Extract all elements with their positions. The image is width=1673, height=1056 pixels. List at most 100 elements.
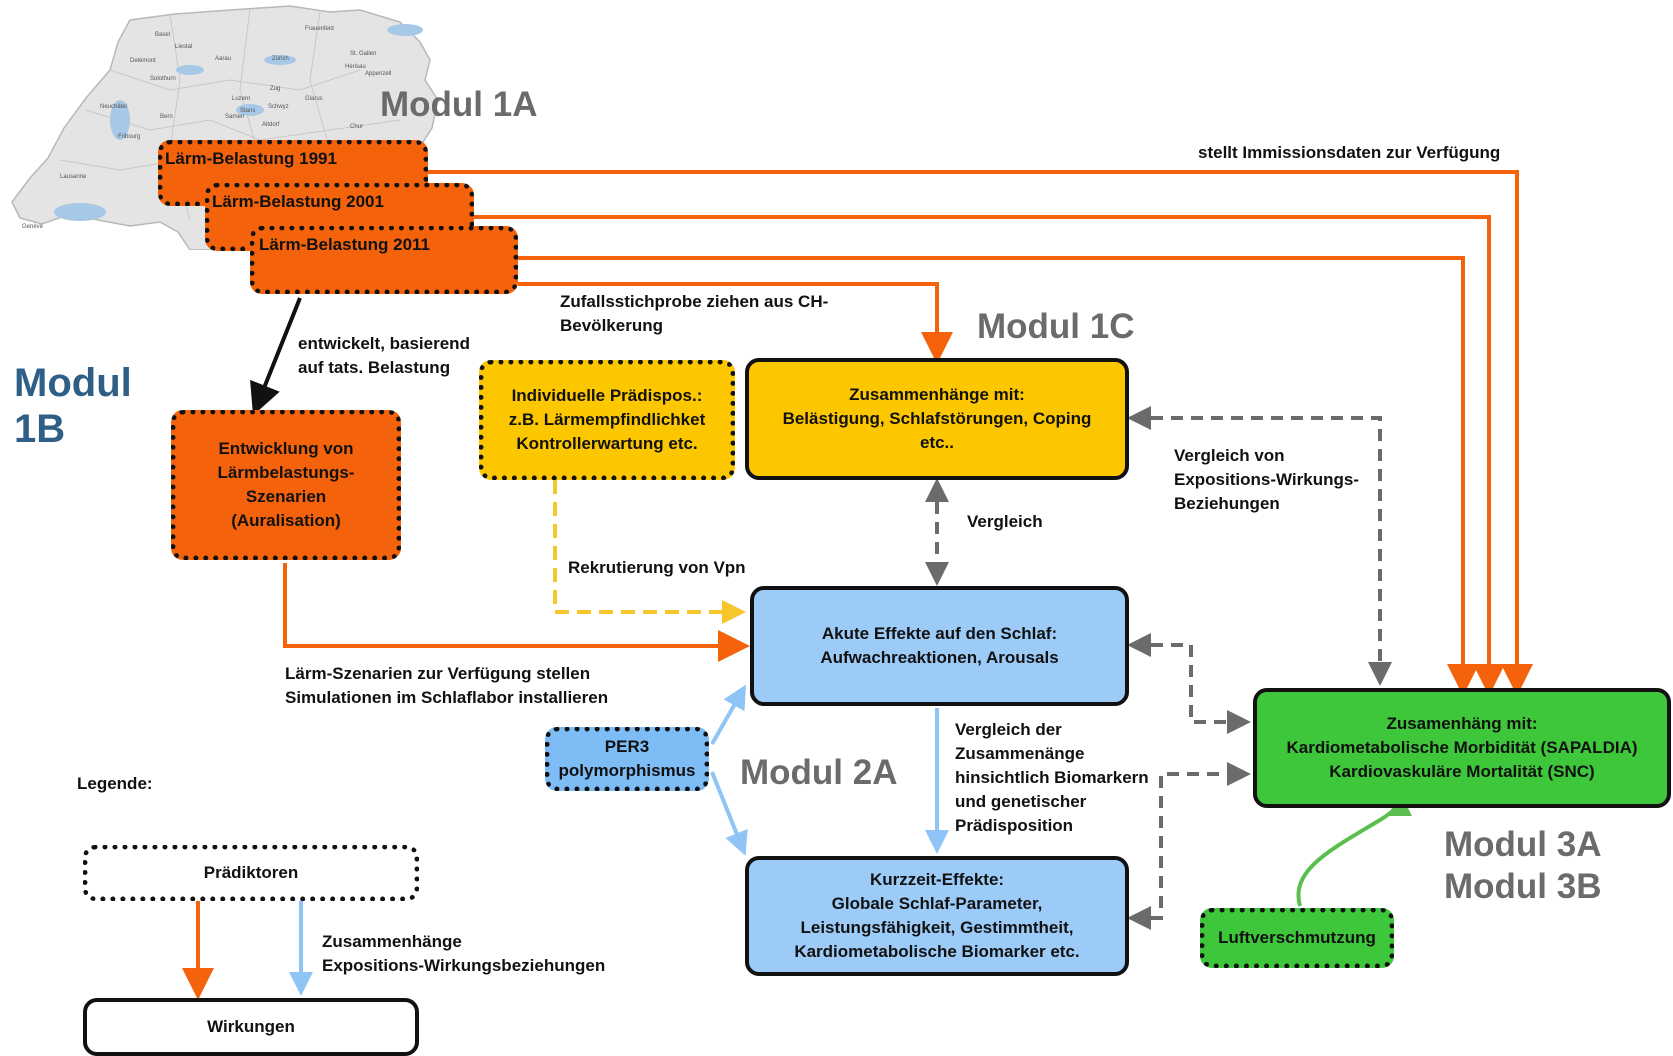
module-1b-line2: 1B [14,407,66,451]
node-per3-line2: polymorphismus [558,761,696,780]
map-label-altdorf: Altdorf [262,122,280,128]
map-label-zug: Zug [270,86,280,92]
map-label-luzern: Luzern [232,96,250,102]
map-label-glarus: Glarus [305,96,323,102]
map-label-chur: Chur [350,124,363,130]
label-szenarien-line2: Simulationen im Schlaflabor installieren [285,688,609,707]
label-entwickelt: entwickelt, basierend auf tats. Belastun… [298,332,470,380]
node-1c-line1: Zusammenhänge mit: [849,385,1025,404]
label-vergleich-bio: Vergleich der Zusammenänge hinsichtlich … [955,718,1149,838]
map-label-appenzell: Appenzell [365,71,391,77]
label-entwickelt-line2: auf tats. Belastung [298,358,451,377]
node-praedispos-line2: z.B. Lärmempfindlichket [508,410,706,429]
node-kurzzeit-line3: Leistungsfähigkeit, Gestimmtheit, [800,918,1074,937]
node-kurzzeit-line1: Kurzzeit-Effekte: [869,870,1005,889]
node-akute-line1: Akute Effekte auf den Schlaf: [821,624,1058,643]
arrow-2011-to-modul3 [518,256,1479,696]
node-kurzzeit-line4: Kardiometabolische Biomarker etc. [794,942,1080,961]
arrow-szenarien-to-akute [283,563,750,662]
node-1c-line3: etc.. [919,433,955,452]
label-zufall-line2: Bevölkerung [560,316,663,335]
arrow-2011-to-szenarien [250,297,302,416]
node-laerm-2011: Lärm-Belastung 2011 [250,226,518,294]
map-label-stans: Stans [240,108,255,114]
map-label-schwyz: Schwyz [268,104,289,110]
legend-wirkungen: Wirkungen [83,998,419,1056]
node-akute-effekte: Akute Effekte auf den Schlaf: Aufwachrea… [750,586,1129,706]
node-szenarien: Entwicklung von Lärmbelastungs- Szenarie… [171,410,401,560]
arrow-praedispos-to-akute [553,480,746,624]
node-per3-line1: PER3 [604,737,650,756]
node-szenarien-line3: Szenarien [245,487,327,506]
arrow-akute-modul3 [1127,633,1251,734]
label-entwickelt-line1: entwickelt, basierend [298,334,470,353]
label-rekrutierung: Rekrutierung von Vpn [568,558,746,577]
legend-text-line1: Zusammenhänge [322,932,462,951]
module-1a-title: Modul 1A [380,85,538,124]
label-vergleich-bio-line4: und genetischer [955,792,1087,811]
node-laerm-2011-label: Lärm-Belastung 2011 [259,235,431,254]
node-laerm-1991-label: Lärm-Belastung 1991 [165,149,337,168]
module-3-title: Modul 3A Modul 3B [1444,824,1601,908]
map-label-bern: Bern [160,114,173,120]
legend-praediktoren: Prädiktoren [83,845,419,901]
label-vergleich-bio-line1: Vergleich der [955,720,1062,739]
label-vergleich: Vergleich [967,512,1043,531]
node-praedispos-line1: Individuelle Prädispos.: [511,386,703,405]
map-label-geneve: Genève [22,224,44,230]
label-szenarien: Lärm-Szenarien zur Verfügung stellen Sim… [285,662,608,710]
label-vergleich-ew: Vergleich von Expositions-Wirkungs- Bezi… [1174,444,1359,516]
module-3a-line: Modul 3A [1444,825,1602,864]
module-1c-title: Modul 1C [977,307,1135,346]
node-szenarien-line4: (Auralisation) [231,511,341,530]
node-zusammenhang-modul3: Zusamenhäng mit: Kardiometabolische Morb… [1253,688,1671,808]
map-label-solothurn: Solothurn [150,76,176,82]
map-label-aarau: Aarau [215,56,231,62]
arrow-2011-to-1c [518,282,953,364]
node-luft-label: Luftverschmutzung [1218,928,1376,947]
node-modul3-line3: Kardiovaskuläre Mortalität (SNC) [1329,762,1595,781]
arrow-luft-to-modul3 [1296,792,1412,907]
arrow-per3-to-kurzzeit [710,771,748,856]
map-label-lausanne: Lausanne [60,174,87,180]
label-vergleich-ew-line3: Beziehungen [1174,494,1280,513]
legend-title: Legende: [77,774,153,793]
module-2a-title: Modul 2A [740,753,898,792]
label-vergleich-bio-line5: Prädisposition [955,816,1074,835]
arrow-1c-modul3-vergleich [1127,406,1392,686]
node-modul3-line2: Kardiometabolische Morbidität (SAPALDIA) [1286,738,1638,757]
node-modul3-line1: Zusamenhäng mit: [1386,714,1538,733]
node-kurzzeit-line2: Globale Schlaf-Parameter, [831,894,1043,913]
label-vergleich-ew-line2: Expositions-Wirkungs- [1174,470,1359,489]
map-label-basel: Basel [155,32,170,38]
node-laerm-2001-label: Lärm-Belastung 2001 [212,192,384,211]
node-kurzzeit-effekte: Kurzzeit-Effekte: Globale Schlaf-Paramet… [745,856,1129,976]
module-1b-title: Modul 1B [14,360,132,452]
map-label-herisau: Herisau [345,64,366,70]
node-szenarien-line1: Entwicklung von [218,439,354,458]
map-label-neuchatel: Neuchâtel [100,104,127,110]
node-zusammenhaenge-1c: Zusammenhänge mit: Belästigung, Schlafst… [745,358,1129,480]
node-1c-line2: Belästigung, Schlafstörungen, Coping [782,409,1092,428]
label-vergleich-bio-line3: hinsichtlich Biomarkern [955,768,1149,787]
map-label-zuerich: Zürich [272,56,289,62]
node-praedispos: Individuelle Prädispos.: z.B. Lärmempfin… [479,360,735,480]
map-label-frauenfeld: Frauenfeld [305,26,334,32]
legend-text: Zusammenhänge Expositions-Wirkungsbezieh… [322,930,605,978]
map-label-st-gallen: St. Gallen [350,51,376,57]
arrow-kurzzeit-modul3 [1127,762,1251,930]
label-vergleich-ew-line1: Vergleich von [1174,446,1285,465]
label-vergleich-bio-line2: Zusammenänge [955,744,1085,763]
node-per3: PER3 polymorphismus [545,727,709,791]
map-label-fribourg: Fribourg [118,134,140,140]
arrow-2001-to-modul3 [474,215,1505,696]
node-praedispos-line3: Kontrollerwartung etc. [516,434,698,453]
label-szenarien-line1: Lärm-Szenarien zur Verfügung stellen [285,664,591,683]
module-1b-line1: Modul [14,361,132,405]
legend-text-line2: Expositions-Wirkungsbeziehungen [322,956,606,975]
label-zufall-line1: Zufallsstichprobe ziehen aus CH- [560,292,829,311]
label-immission: stellt Immissionsdaten zur Verfügung [1198,143,1501,162]
map-label-sarnen: Sarnen [225,114,244,120]
module-3b-line: Modul 3B [1444,867,1602,906]
